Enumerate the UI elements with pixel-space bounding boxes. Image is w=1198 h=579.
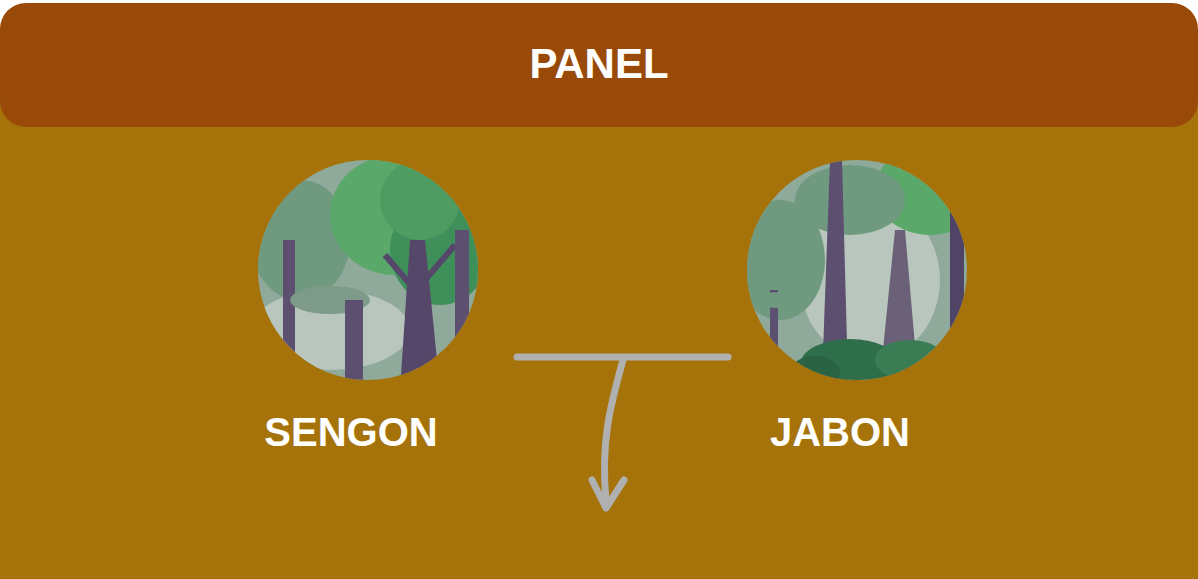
- forest-circle-node: SENGON: [231, 150, 471, 460]
- forest-circle-node: JABON: [720, 150, 960, 460]
- node-label: JABON: [720, 408, 960, 456]
- title-band: [0, 3, 1198, 127]
- panel-ground: [0, 60, 1198, 579]
- title: PANEL: [0, 36, 1198, 92]
- forest-illustration: [250, 150, 490, 390]
- node-label: SENGON: [231, 408, 471, 456]
- merge-arrow: [517, 357, 728, 508]
- forest-illustration: [735, 145, 985, 391]
